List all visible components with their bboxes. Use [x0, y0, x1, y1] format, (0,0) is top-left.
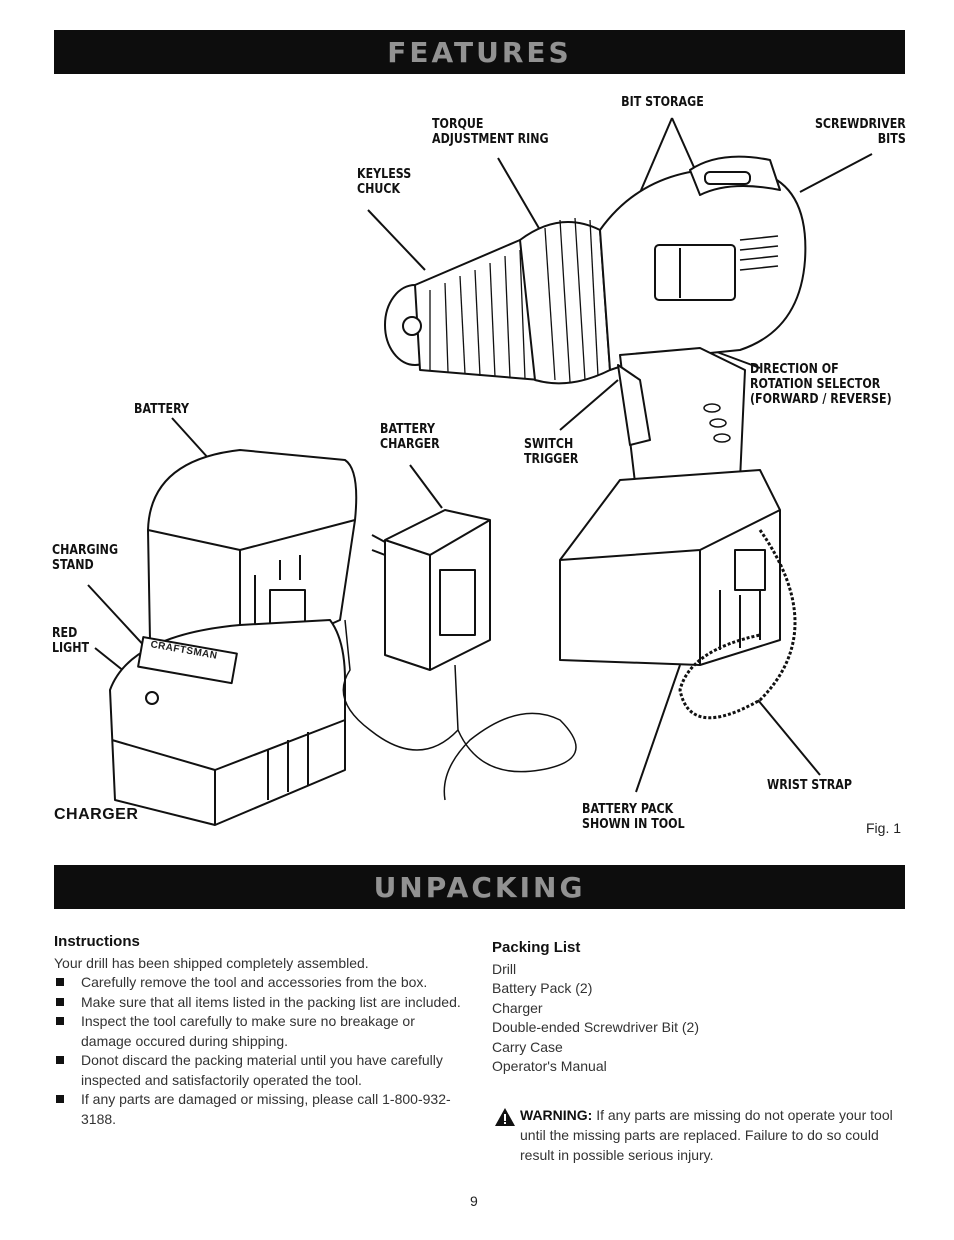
features-banner: FEATURES: [54, 30, 905, 74]
list-item: Battery Pack (2): [492, 980, 593, 996]
callout-wrist-strap: WRIST STRAP: [767, 777, 852, 793]
list-item: If any parts are damaged or missing, ple…: [54, 1090, 464, 1129]
drill-illustration: [87, 117, 873, 826]
callout-bit-storage: BIT STORAGE: [621, 94, 704, 110]
drill-figure: BIT STORAGE TORQUE ADJUSTMENT RING SCREW…: [0, 80, 954, 850]
leader-charger: [409, 464, 443, 509]
list-item: Carefully remove the tool and accessorie…: [54, 973, 464, 993]
list-item: Charger: [492, 999, 543, 1016]
callout-red-light: RED LIGHT: [52, 625, 90, 656]
list-item: Make sure that all items listed in the p…: [54, 993, 464, 1013]
instructions-list: Carefully remove the tool and accessorie…: [54, 973, 464, 1129]
list-item: Operator's Manual: [492, 1058, 607, 1074]
figure-label: Fig. 1: [866, 820, 902, 836]
callout-switch-trigger: SWITCH TRIGGER: [524, 436, 579, 467]
leader-bit-storage-1: [635, 117, 673, 203]
unpacking-banner: UNPACKING: [54, 865, 905, 909]
list-item: Carry Case: [492, 1038, 563, 1055]
leader-torque: [497, 157, 541, 231]
list-item: Donot discard the packing material until…: [54, 1051, 464, 1090]
page-number: 9: [470, 1193, 478, 1209]
warning-notice: WARNING: If any parts are missing do not…: [494, 1105, 894, 1165]
list-item: Double-ended Screwdriver Bit (2): [492, 1019, 699, 1035]
list-item: Drill: [492, 960, 517, 977]
features-title: FEATURES: [387, 35, 572, 69]
callout-charging-stand: CHARGING STAND: [52, 542, 119, 573]
unpacking-title: UNPACKING: [373, 870, 586, 904]
callout-torque-ring: TORQUE ADJUSTMENT RING: [432, 116, 549, 147]
packing-list-section: Packing List Drill Battery Pack (2) Char…: [492, 938, 912, 1077]
warning-label: WARNING:: [520, 1107, 593, 1123]
leader-wrist: [757, 699, 821, 776]
warning-icon: [495, 1108, 515, 1126]
leader-stand: [87, 584, 149, 651]
callout-keyless-chuck: KEYLESS CHUCK: [357, 166, 412, 197]
leader-switch: [559, 379, 619, 431]
callout-screwdriver-bits: SCREWDRIVER BITS: [815, 116, 906, 147]
leader-bits: [799, 153, 873, 193]
warning-text: If any parts are missing do not operate …: [520, 1107, 893, 1163]
instructions-intro: Your drill has been shipped completely a…: [54, 954, 369, 971]
callout-battery: BATTERY: [134, 401, 190, 417]
instructions-heading: Instructions: [54, 933, 140, 950]
leader-chuck: [367, 209, 426, 271]
leader-battery-pack: [635, 664, 681, 793]
callout-direction-selector: DIRECTION OF ROTATION SELECTOR (FORWARD …: [750, 361, 892, 407]
packing-list: Drill Battery Pack (2) Charger Double-en…: [492, 960, 912, 1077]
callout-battery-charger: BATTERY CHARGER: [380, 421, 440, 452]
charger-label: CHARGER: [54, 806, 139, 823]
packing-list-heading: Packing List: [492, 939, 581, 956]
instructions-section: Instructions Your drill has been shipped…: [54, 932, 464, 1129]
callout-battery-pack: BATTERY PACK SHOWN IN TOOL: [582, 801, 685, 832]
list-item: Inspect the tool carefully to make sure …: [54, 1012, 464, 1051]
